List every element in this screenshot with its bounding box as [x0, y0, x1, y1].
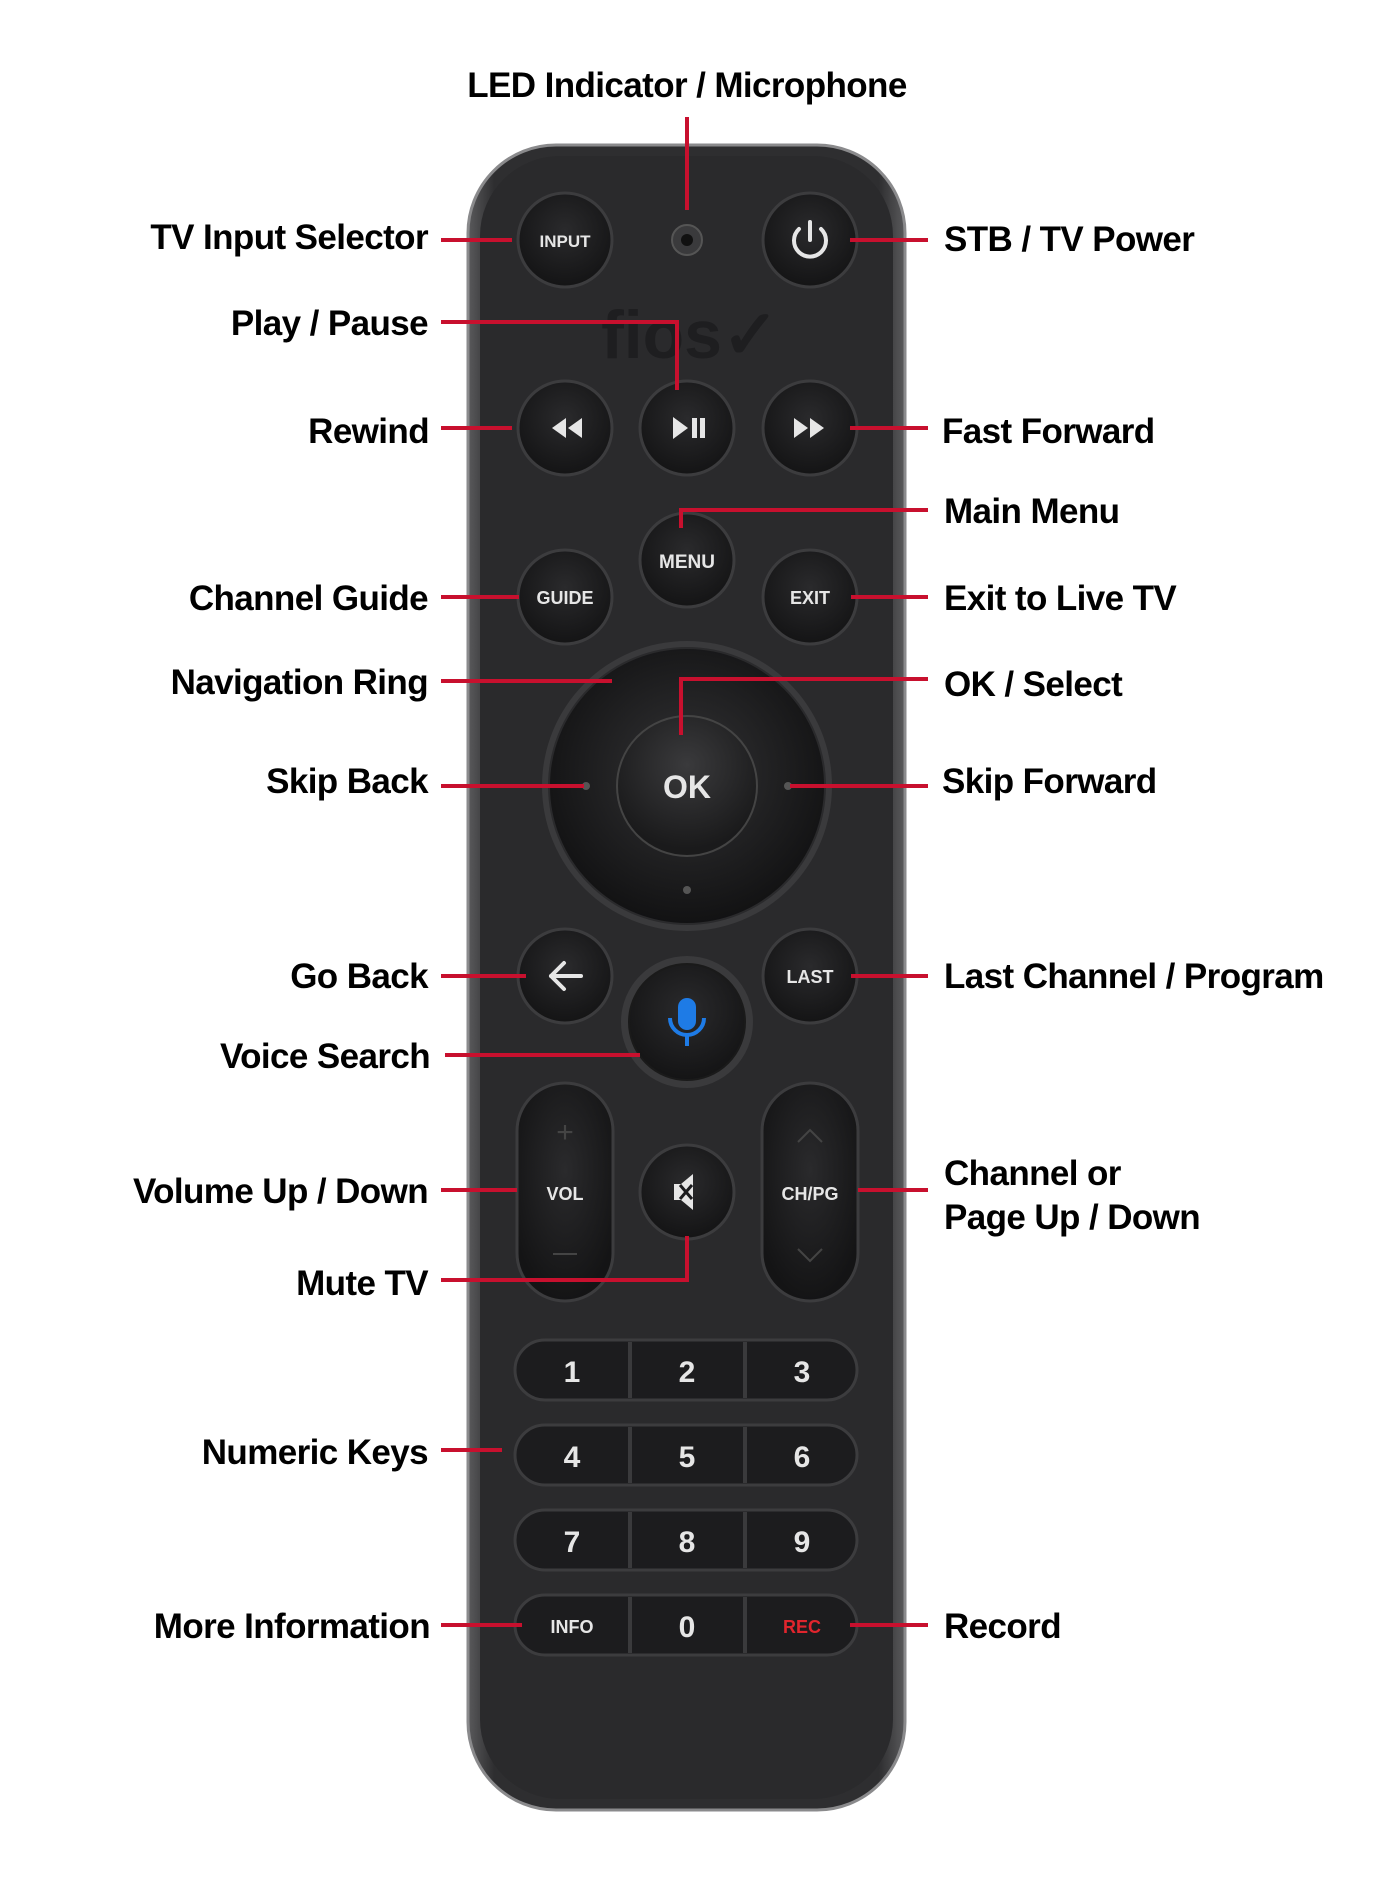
voice-button[interactable] [621, 956, 753, 1088]
guide-button[interactable]: GUIDE [516, 548, 614, 646]
callout-channel-guide: Channel Guide [188, 579, 429, 618]
key-9[interactable]: 9 [794, 1526, 811, 1559]
guide-button-label: GUIDE [536, 588, 593, 608]
callout-more-information: More Information [153, 1607, 431, 1646]
numeric-keypad [513, 1338, 859, 1657]
callout-go-back: Go Back [290, 957, 428, 996]
channel-down-icon [797, 1248, 823, 1263]
vol-label: VOL [546, 1184, 583, 1204]
play-pause-icon [673, 417, 688, 439]
channel-rocker[interactable]: CH/PG [760, 1081, 860, 1303]
input-button-label: INPUT [540, 232, 592, 251]
leader-mute [441, 1236, 689, 1282]
callout-exit-to-live-tv: Exit to Live TV [944, 579, 1177, 618]
back-button[interactable] [516, 927, 614, 1025]
callout-volume-up-down: Volume Up / Down [132, 1172, 429, 1211]
key-4[interactable]: 4 [564, 1441, 581, 1474]
callout-play-pause: Play / Pause [230, 304, 429, 343]
exit-button-label: EXIT [790, 588, 830, 608]
key-0[interactable]: 0 [679, 1611, 696, 1644]
callout-main-menu: Main Menu [944, 492, 1120, 531]
callout-fast-forward: Fast Forward [942, 412, 1155, 451]
key-8[interactable]: 8 [679, 1526, 696, 1559]
callout-last-channel-program: Last Channel / Program [944, 957, 1324, 996]
leader-ok [679, 677, 928, 735]
key-1[interactable]: 1 [564, 1356, 581, 1389]
ok-button[interactable]: OK [616, 715, 758, 857]
callout-voice-search: Voice Search [219, 1037, 431, 1076]
nav-dot-bottom [683, 886, 691, 894]
ok-button-label: OK [663, 769, 711, 805]
callout-ok-select: OK / Select [944, 665, 1123, 704]
callout-numeric-keys: Numeric Keys [201, 1433, 429, 1472]
channel-up-icon [797, 1128, 823, 1143]
callout-skip-forward: Skip Forward [942, 762, 1157, 801]
callout-record: Record [944, 1607, 1062, 1646]
volume-rocker[interactable]: + VOL [515, 1081, 615, 1303]
exit-button[interactable]: EXIT [761, 548, 859, 646]
key-2[interactable]: 2 [679, 1356, 696, 1389]
rewind-button[interactable] [516, 379, 614, 477]
callout-skip-back: Skip Back [266, 762, 429, 801]
leader-lines [441, 117, 928, 1627]
callout-navigation-ring: Navigation Ring [170, 663, 429, 702]
input-button[interactable]: INPUT [516, 191, 614, 289]
key-3[interactable]: 3 [794, 1356, 811, 1389]
callout-rewind: Rewind [308, 412, 429, 451]
power-icon [792, 227, 828, 259]
key-5[interactable]: 5 [679, 1441, 696, 1474]
power-button[interactable] [761, 191, 859, 289]
last-button[interactable]: LAST [761, 927, 859, 1025]
callout-mute-tv: Mute TV [296, 1264, 429, 1303]
callout-channel-or-line1: Channel or [944, 1154, 1121, 1193]
callout-tv-input-selector: TV Input Selector [150, 218, 428, 257]
rewind-icon [552, 418, 566, 438]
back-arrow-icon [549, 961, 583, 991]
mute-button[interactable] [638, 1143, 736, 1241]
key-6[interactable]: 6 [794, 1441, 811, 1474]
microphone-icon [668, 998, 706, 1046]
play-pause-button[interactable] [638, 379, 736, 477]
key-7[interactable]: 7 [564, 1526, 581, 1559]
fast-forward-button[interactable] [761, 379, 859, 477]
callout-stb-tv-power: STB / TV Power [944, 220, 1195, 259]
leader-main-menu [679, 508, 928, 528]
menu-button[interactable]: MENU [638, 511, 736, 609]
volume-up-icon: + [556, 1116, 574, 1149]
info-key[interactable]: INFO [551, 1617, 594, 1637]
callout-channel-or-line2: Page Up / Down [944, 1198, 1201, 1237]
last-button-label: LAST [787, 967, 834, 987]
rec-key[interactable]: REC [783, 1617, 821, 1637]
fast-forward-icon [794, 418, 808, 438]
chpg-label: CH/PG [781, 1184, 838, 1204]
menu-button-label: MENU [659, 552, 715, 573]
fios-logo: fios✓ [601, 297, 779, 373]
callout-led-indicator: LED Indicator / Microphone [467, 66, 907, 105]
leader-play-pause [441, 320, 679, 390]
mute-icon [674, 1174, 694, 1210]
